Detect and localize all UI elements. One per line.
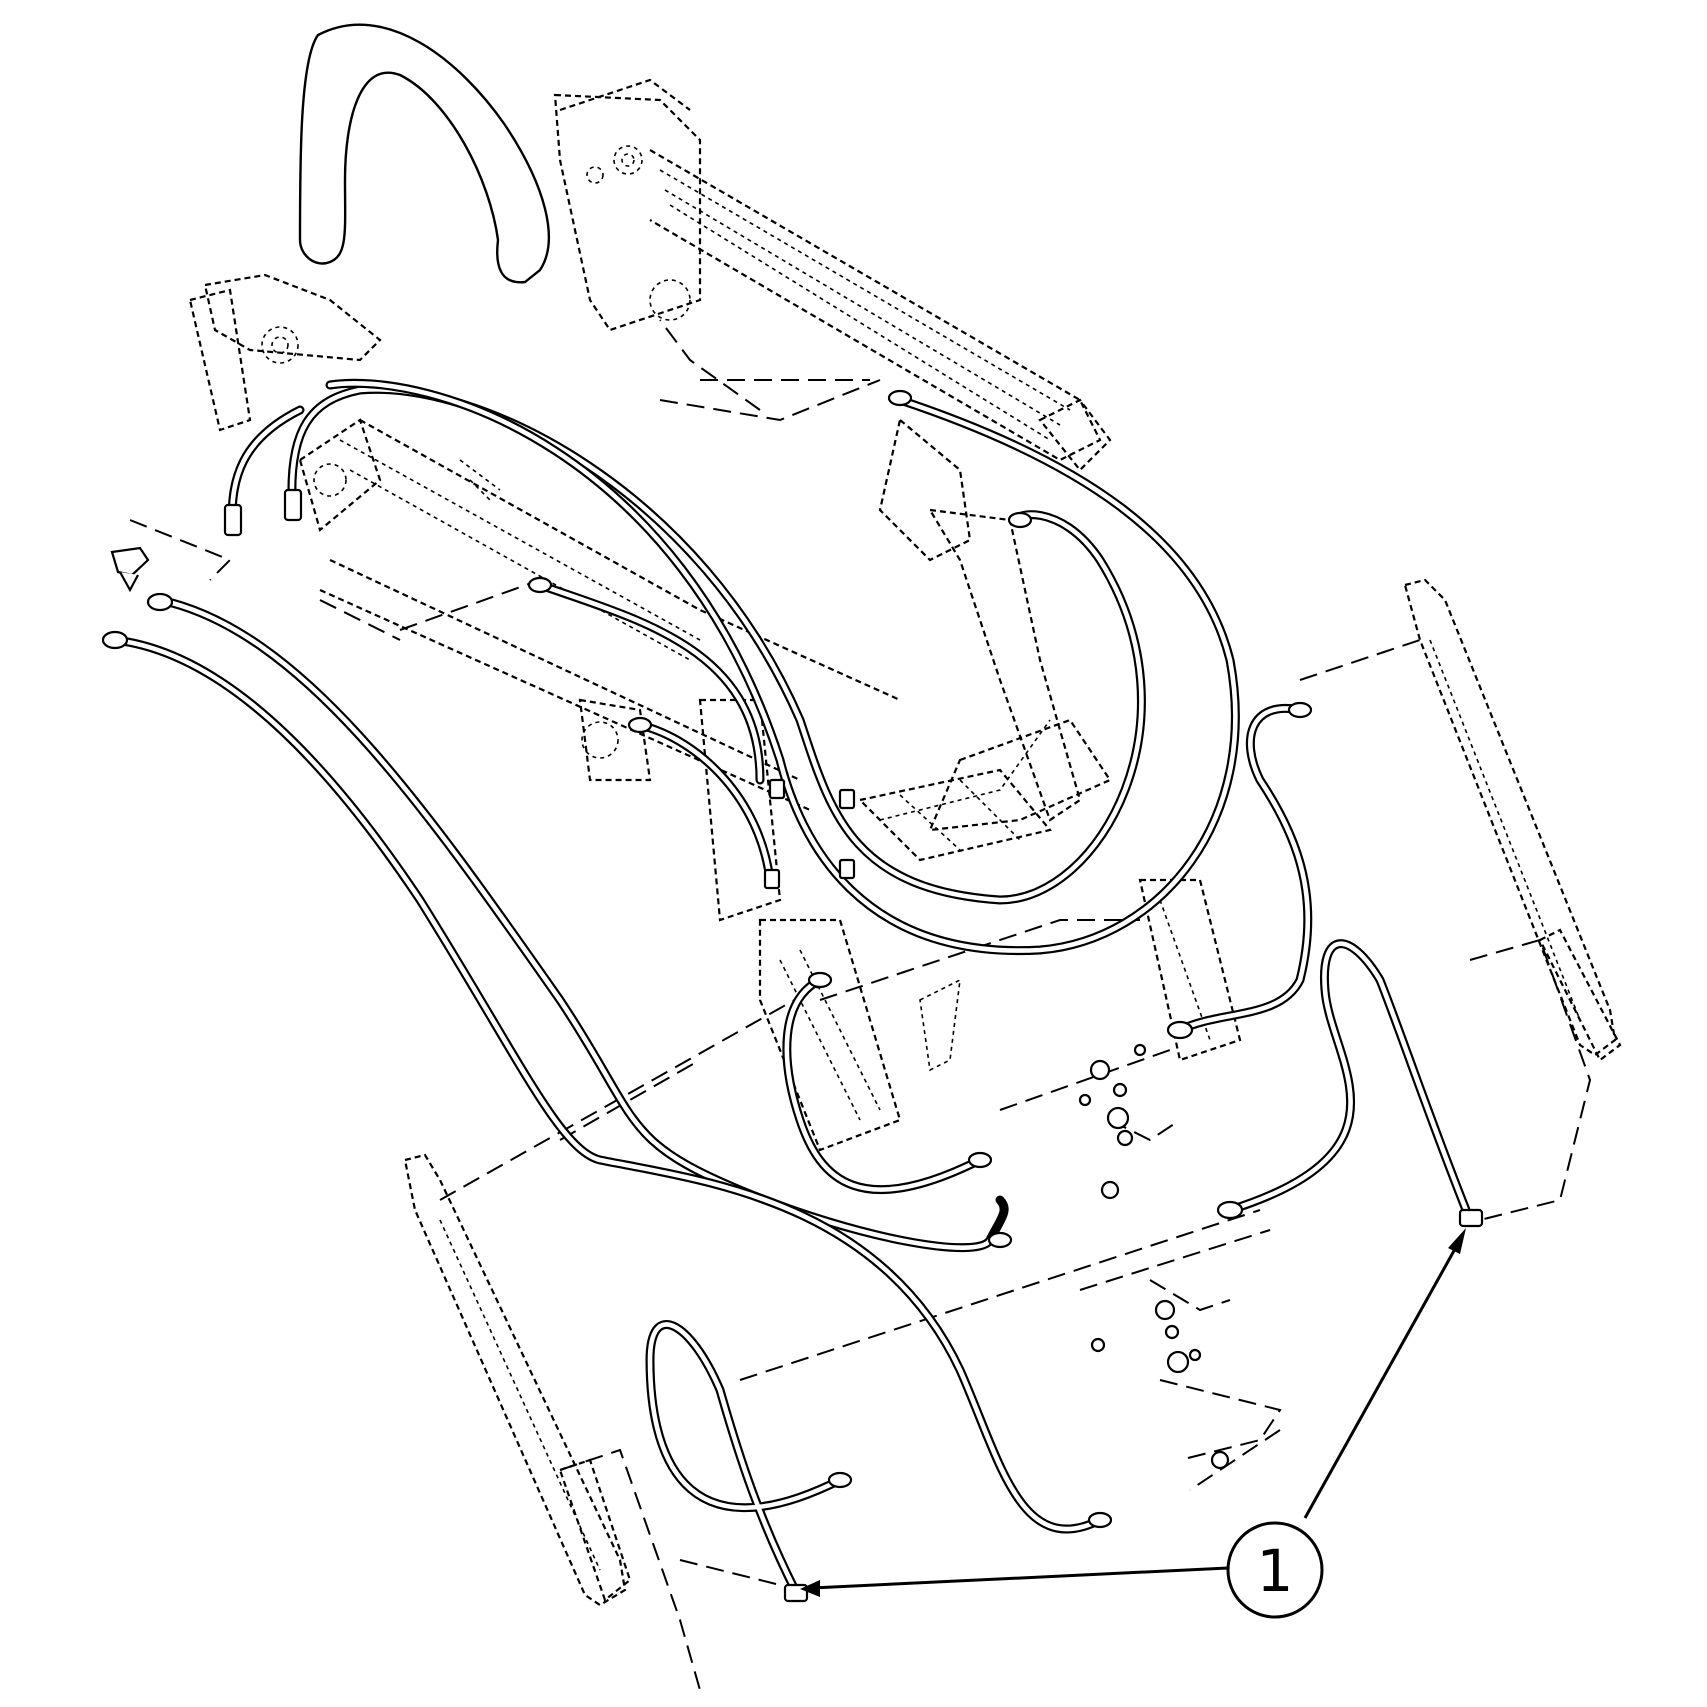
curved-return-hose [298, 23, 551, 284]
callout-arrowhead-right [1448, 1228, 1466, 1254]
phantom-loader-frame [188, 78, 1242, 1152]
hydraulic-hoses [110, 378, 1475, 1595]
explosion-guide-lines [129, 319, 1592, 1691]
hose-fittings [101, 389, 1484, 1603]
left-lift-cylinder-ghost [403, 1153, 632, 1607]
right-lift-cylinder-ghost [1403, 578, 1622, 1062]
callout-leader-left [811, 1566, 1229, 1590]
callout-arrowhead-left [800, 1580, 820, 1597]
callout-label: 1 [1257, 1537, 1294, 1605]
callout-circle [1226, 1521, 1324, 1619]
callout-leader-right [1303, 1239, 1462, 1519]
callout-1: 1 [800, 1228, 1466, 1619]
